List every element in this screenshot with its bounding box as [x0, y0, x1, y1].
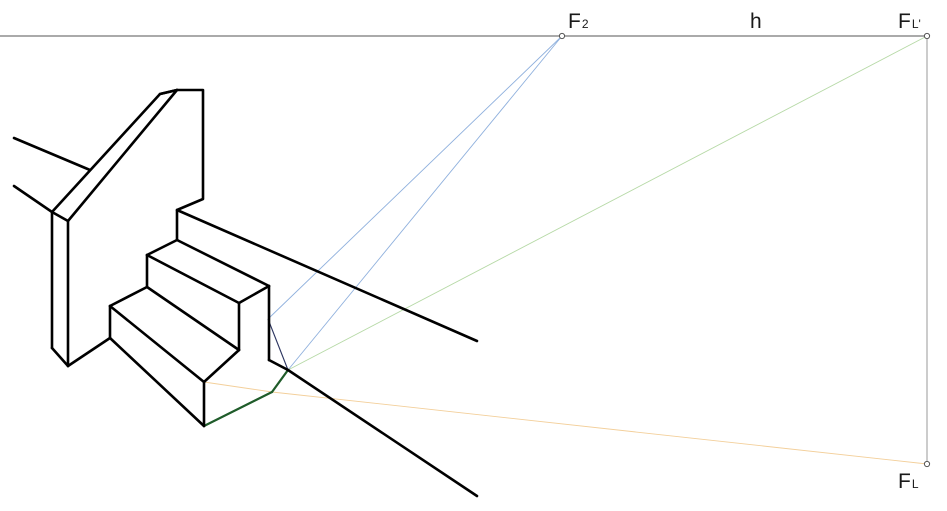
step2-front-edge [108, 304, 206, 384]
step1-bottom-edge [108, 336, 206, 428]
wall-base-to-stairs [66, 336, 112, 368]
ground-line-right-upper [175, 208, 479, 343]
step2-left-edge [108, 285, 149, 308]
staircase-structure [12, 88, 479, 498]
vanishing-point-fl-prime-marker [923, 32, 931, 40]
vanishing-point-fl-marker [923, 460, 931, 468]
construction-line-blue-lower [287, 35, 563, 371]
ground-line-upper [12, 136, 92, 172]
vanishing-point-fl-prime-label: FL' [898, 10, 921, 33]
vanishing-point-fl-label: FL [898, 470, 919, 493]
step3-back-left [145, 238, 179, 257]
step2-right-edge [202, 348, 241, 384]
wall-front-bottom-edge [50, 210, 70, 223]
step3-top-edge [175, 238, 271, 288]
vanishing-point-markers [558, 32, 931, 468]
vanishing-point-f2-label: F2 [568, 10, 589, 33]
ground-line-lower [12, 184, 54, 214]
wall-top-short-edge [158, 88, 179, 96]
step3-right-edge [237, 284, 271, 305]
slope-line-lower [202, 390, 274, 428]
construction-line-blue-upper [267, 35, 563, 320]
construction-line-orange-left [203, 381, 273, 393]
wall-base-edge [50, 346, 70, 368]
slope-lines [202, 368, 290, 428]
construction-line-green [287, 35, 928, 371]
wall-top-front-edge [66, 88, 179, 223]
construction-lines [203, 35, 928, 465]
ground-line-front [286, 368, 479, 498]
slope-line-upper [270, 368, 290, 394]
stairs-side-bottom [267, 358, 290, 372]
construction-line-orange-right [271, 391, 928, 465]
horizon-label: h [750, 10, 762, 33]
step2-back-edge [145, 285, 241, 352]
vanishing-point-f2-marker [558, 32, 566, 40]
guide-line-navy [267, 318, 289, 371]
wall-outline [50, 88, 205, 242]
step3-front-edge [145, 253, 241, 305]
